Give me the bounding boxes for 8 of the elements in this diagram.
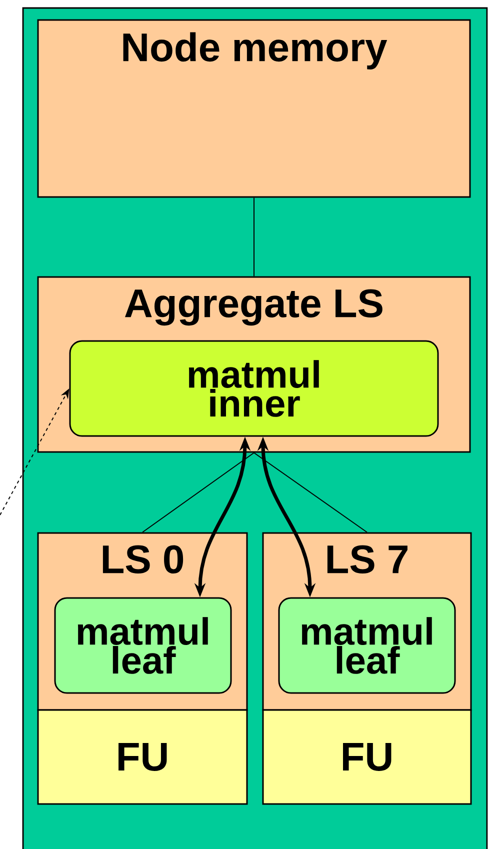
inner-box: matmul inner xyxy=(69,340,439,437)
unit-box: FU xyxy=(262,709,472,805)
connector-line xyxy=(142,452,254,533)
connector-line xyxy=(254,452,368,533)
leaf-box: matmul leaf xyxy=(278,597,456,694)
memory-box: Node memory xyxy=(37,19,471,198)
unit-box: FU xyxy=(37,709,248,805)
leaf-box: matmul leaf xyxy=(54,597,232,694)
